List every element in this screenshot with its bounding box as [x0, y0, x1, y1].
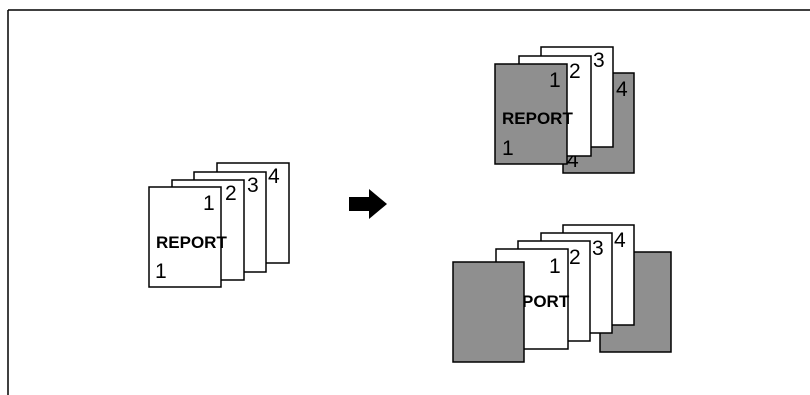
page-number-4: 4	[614, 229, 626, 252]
cover-stack-bottom: 4 3 2 1 PORT	[452, 224, 672, 363]
page-number-1-bottom: 1	[502, 137, 514, 160]
page-number-1-top: 1	[203, 192, 215, 215]
report-title: REPORT	[502, 109, 573, 128]
page-number-2: 2	[569, 246, 581, 269]
page-number-1-bottom: 1	[155, 260, 167, 283]
page-number-2: 2	[225, 182, 237, 205]
report-title-partial: PORT	[522, 292, 570, 311]
page-number-3: 3	[593, 49, 605, 72]
cover-stack-top: 4 4 3 2 1 REPORT 1	[494, 46, 635, 174]
page-number-1: 1	[549, 255, 561, 278]
page-number-3: 3	[247, 174, 259, 197]
original-stack: 4 3 2 1 REPORT 1	[148, 162, 290, 288]
page-number-4: 4	[268, 165, 280, 188]
page-number-4-right: 4	[616, 78, 628, 101]
page-1-gray	[494, 63, 568, 165]
page-1	[148, 186, 222, 288]
front-cover-gray	[452, 261, 525, 363]
page-number-3: 3	[592, 237, 604, 260]
report-title: REPORT	[156, 233, 227, 252]
right-arrow-icon	[349, 189, 387, 219]
page-number-2: 2	[569, 60, 581, 83]
page-number-1-top: 1	[549, 69, 561, 92]
